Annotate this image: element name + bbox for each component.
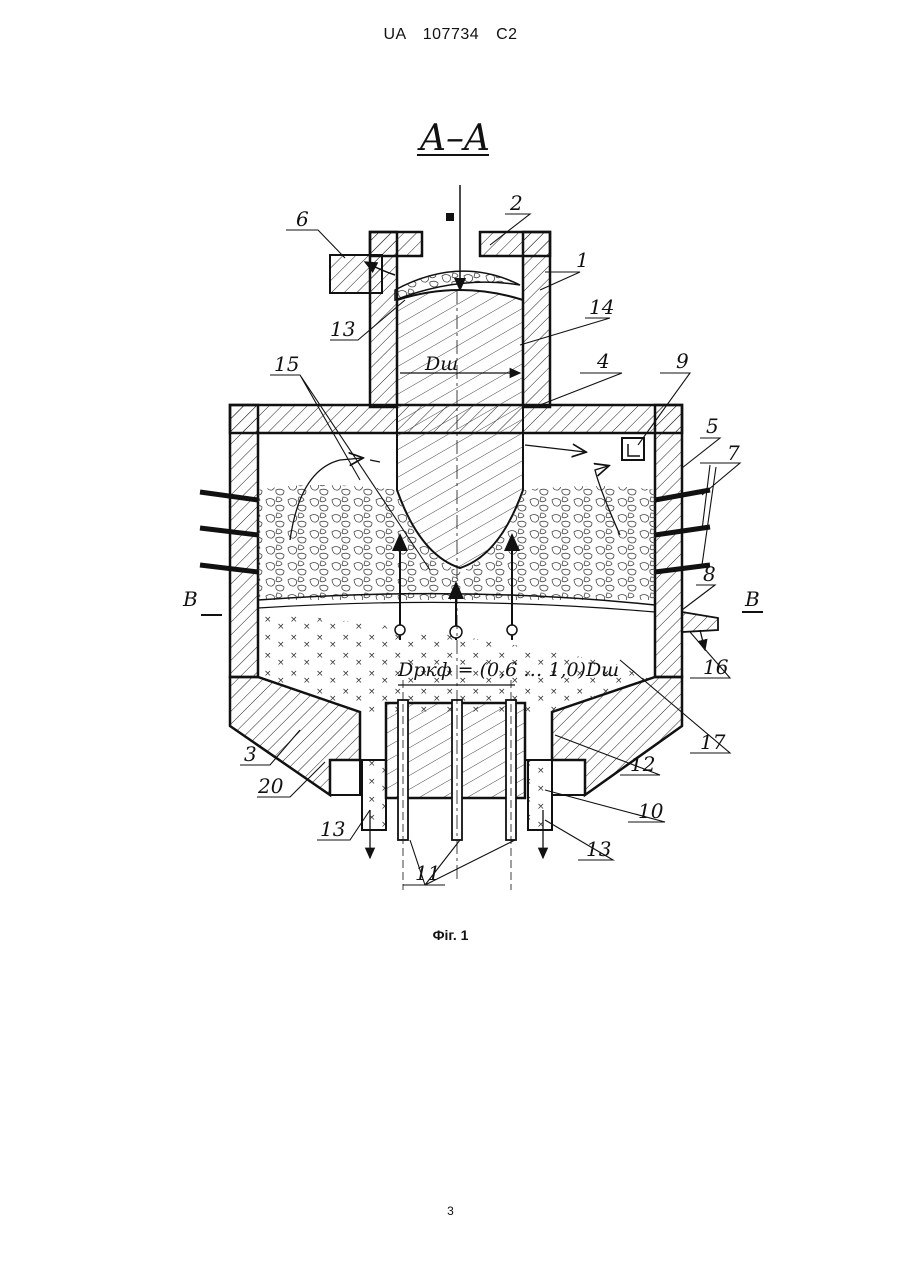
svg-text:12: 12	[630, 752, 655, 776]
svg-text:6: 6	[296, 207, 309, 231]
svg-text:Dркф = (0,6 … 1,0)Dш: Dркф = (0,6 … 1,0)Dш	[397, 659, 619, 681]
svg-text:14: 14	[589, 295, 614, 319]
svg-text:3: 3	[244, 742, 257, 766]
svg-text:13: 13	[320, 817, 345, 841]
svg-text:9: 9	[676, 349, 689, 373]
svg-text:13: 13	[330, 317, 355, 341]
section-title-underline	[417, 154, 489, 156]
svg-text:17: 17	[700, 730, 726, 754]
svg-text:2: 2	[509, 191, 523, 215]
svg-text:16: 16	[703, 655, 729, 679]
svg-text:Dш: Dш	[424, 353, 458, 375]
svg-text:7: 7	[727, 441, 740, 465]
patent-number-header: UA 107734 C2	[0, 26, 901, 44]
svg-text:В: В	[182, 587, 198, 611]
svg-text:15: 15	[274, 352, 299, 376]
svg-text:13: 13	[586, 837, 611, 861]
svg-text:11: 11	[415, 861, 440, 885]
svg-text:5: 5	[706, 414, 719, 438]
furnace-section-drawing: × ×	[180, 180, 780, 900]
svg-text:4: 4	[596, 349, 610, 373]
svg-text:1: 1	[576, 248, 589, 272]
svg-text:10: 10	[638, 799, 664, 823]
figure-caption: Фіг. 1	[0, 927, 901, 943]
page-number: 3	[0, 1204, 901, 1218]
section-title: A–A	[410, 118, 500, 159]
svg-text:В: В	[744, 587, 760, 611]
svg-text:8: 8	[703, 562, 716, 586]
svg-text:20: 20	[257, 774, 284, 798]
